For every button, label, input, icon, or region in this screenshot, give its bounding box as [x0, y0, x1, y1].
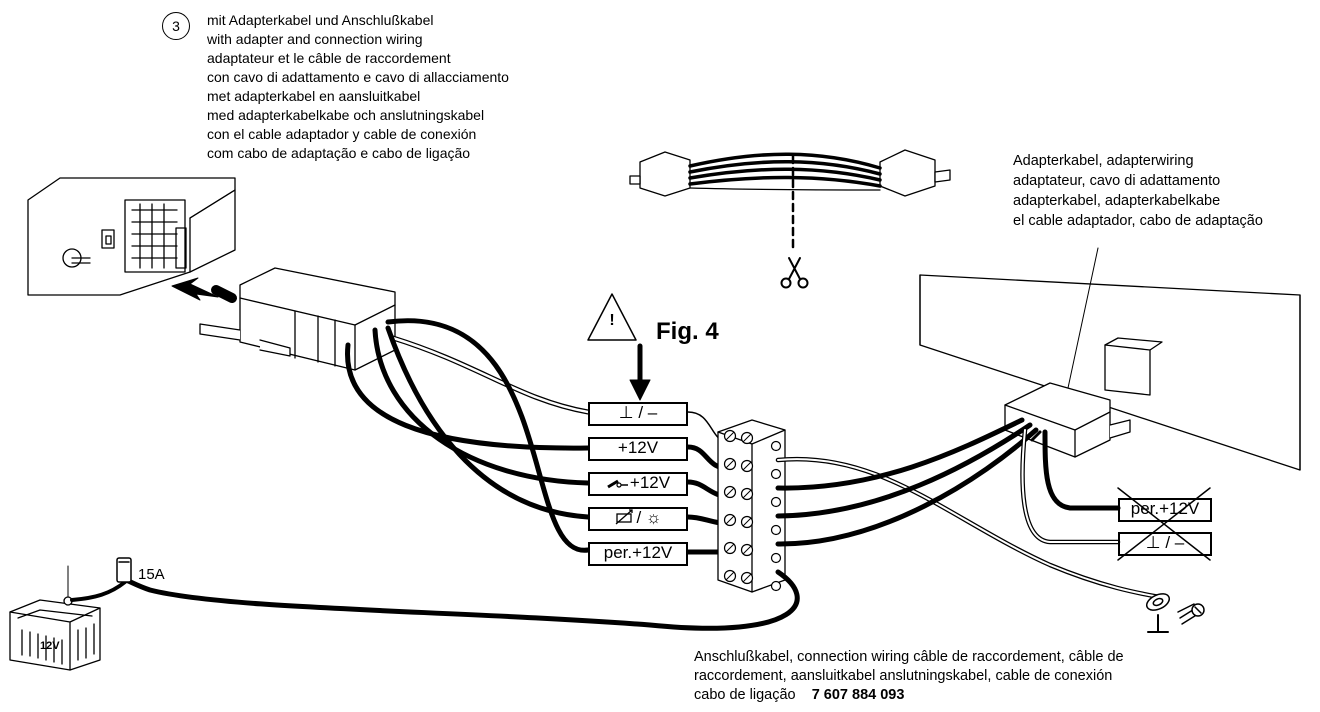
car-side-wires [1020, 427, 1121, 545]
adapter-cable-thumb [629, 149, 951, 289]
connection-caption-line: raccordement, aansluitkabel anslutningsk… [694, 668, 1113, 684]
fuse-label: 15A [138, 566, 165, 583]
terminal-label-ground: ⊥ / – [588, 402, 688, 426]
terminal-label-switched-12v-text: +12V [629, 473, 671, 492]
adapter-caption-line: Adapterkabel, adapterwiring [1013, 153, 1194, 169]
terminal-label-light-text: / ☼ [636, 508, 662, 527]
push-arrow [171, 277, 219, 301]
fig-reference: Fig. 4 [656, 318, 719, 345]
warning-mark: ! [609, 312, 615, 329]
step-description: mit Adapterkabel und Anschlußkabel with … [207, 11, 509, 163]
scissors-icon [780, 257, 809, 289]
connection-caption-line: Anschlußkabel, connection wiring câble d… [694, 649, 1124, 665]
battery-label: 12V [40, 640, 60, 652]
connection-caption: Anschlußkabel, connection wiring câble d… [694, 648, 1124, 705]
warning-icon [587, 293, 637, 341]
car-adapter-plug [1004, 382, 1131, 458]
ignition-switch-icon [606, 475, 630, 489]
terminal-screw-slot [743, 490, 751, 498]
terminal-screw-slot [726, 572, 734, 580]
terminal-outlet [770, 524, 782, 536]
battery [9, 596, 101, 671]
step-line: con el cable adaptador y cable de conexi… [207, 126, 477, 142]
adapter-caption-line: adaptateur, cavo di adattamento [1013, 173, 1221, 189]
step-number-badge: 3 [162, 12, 190, 40]
terminal-label-permanent-12v-text: per.+12V [603, 543, 673, 562]
terminal-outlet [770, 440, 782, 452]
terminal-screw-slot [726, 488, 734, 496]
terminal-label-12v-text: +12V [617, 438, 659, 457]
terminal-outlet [770, 468, 782, 480]
terminal-label-ground-text: ⊥ / – [618, 403, 658, 422]
radio-wires [345, 318, 591, 553]
car-wires [122, 417, 1168, 631]
terminal-screw-slot [726, 460, 734, 468]
car-label-permanent-12v-text: per.+12V [1130, 499, 1200, 518]
fuse-holder [116, 557, 132, 583]
iso-plug [199, 267, 396, 371]
terminal-screw-slot [743, 518, 751, 526]
terminal-outlet [770, 552, 782, 564]
adapter-caption-leader [1067, 247, 1099, 389]
terminal-screw-slot [743, 546, 751, 554]
step-line: met adapterkabel en aansluitkabel [207, 88, 421, 104]
car-label-permanent-12v: per.+12V [1118, 498, 1212, 522]
terminal-screw-slot [743, 462, 751, 470]
step-line: adaptateur et le câble de raccordement [207, 50, 451, 66]
connection-caption-line-text: cabo de ligação [694, 687, 796, 703]
terminal-screw-slot [743, 574, 751, 582]
terminal-screw-slot [743, 434, 751, 442]
terminal-screw-slot [726, 516, 734, 524]
terminal-outlet [770, 496, 782, 508]
terminal-label-permanent-12v: per.+12V [588, 542, 688, 566]
terminal-label-switched-12v: +12V [588, 472, 688, 496]
car-label-ground-text: ⊥ / – [1145, 533, 1185, 552]
terminal-screw-slot [726, 432, 734, 440]
terminal-outlet [770, 580, 782, 592]
adapter-caption: Adapterkabel, adapterwiring adaptateur, … [1013, 151, 1263, 231]
ground-terminal [1145, 593, 1205, 625]
step-line: med adapterkabelkabe och anslutningskabe… [207, 107, 485, 123]
adapter-caption-line: el cable adaptador, cabo de adaptação [1013, 213, 1263, 229]
adapter-caption-line: adapterkabel, adapterkabelkabe [1013, 193, 1221, 209]
terminal-strip [717, 419, 786, 593]
connection-caption-line: cabo de ligação 7 607 884 093 [694, 686, 1124, 705]
step-line: mit Adapterkabel und Anschlußkabel [207, 12, 434, 28]
radio-unit [27, 177, 236, 296]
step-line: with adapter and connection wiring [207, 31, 423, 47]
part-number: 7 607 884 093 [811, 687, 905, 703]
terminal-screw-slot [726, 544, 734, 552]
dimmer-icon [614, 509, 636, 525]
step-line: com cabo de adaptação e cabo de ligação [207, 145, 471, 161]
car-label-ground: ⊥ / – [1118, 532, 1212, 556]
cross-out-marks [1117, 487, 1211, 561]
terminal-label-light: / ☼ [588, 507, 688, 531]
step-line: con cavo di adattamento e cavo di allacc… [207, 69, 509, 85]
car-dashboard [919, 274, 1301, 471]
ground-symbol-icon [1147, 614, 1169, 633]
terminal-label-12v: +12V [588, 437, 688, 461]
